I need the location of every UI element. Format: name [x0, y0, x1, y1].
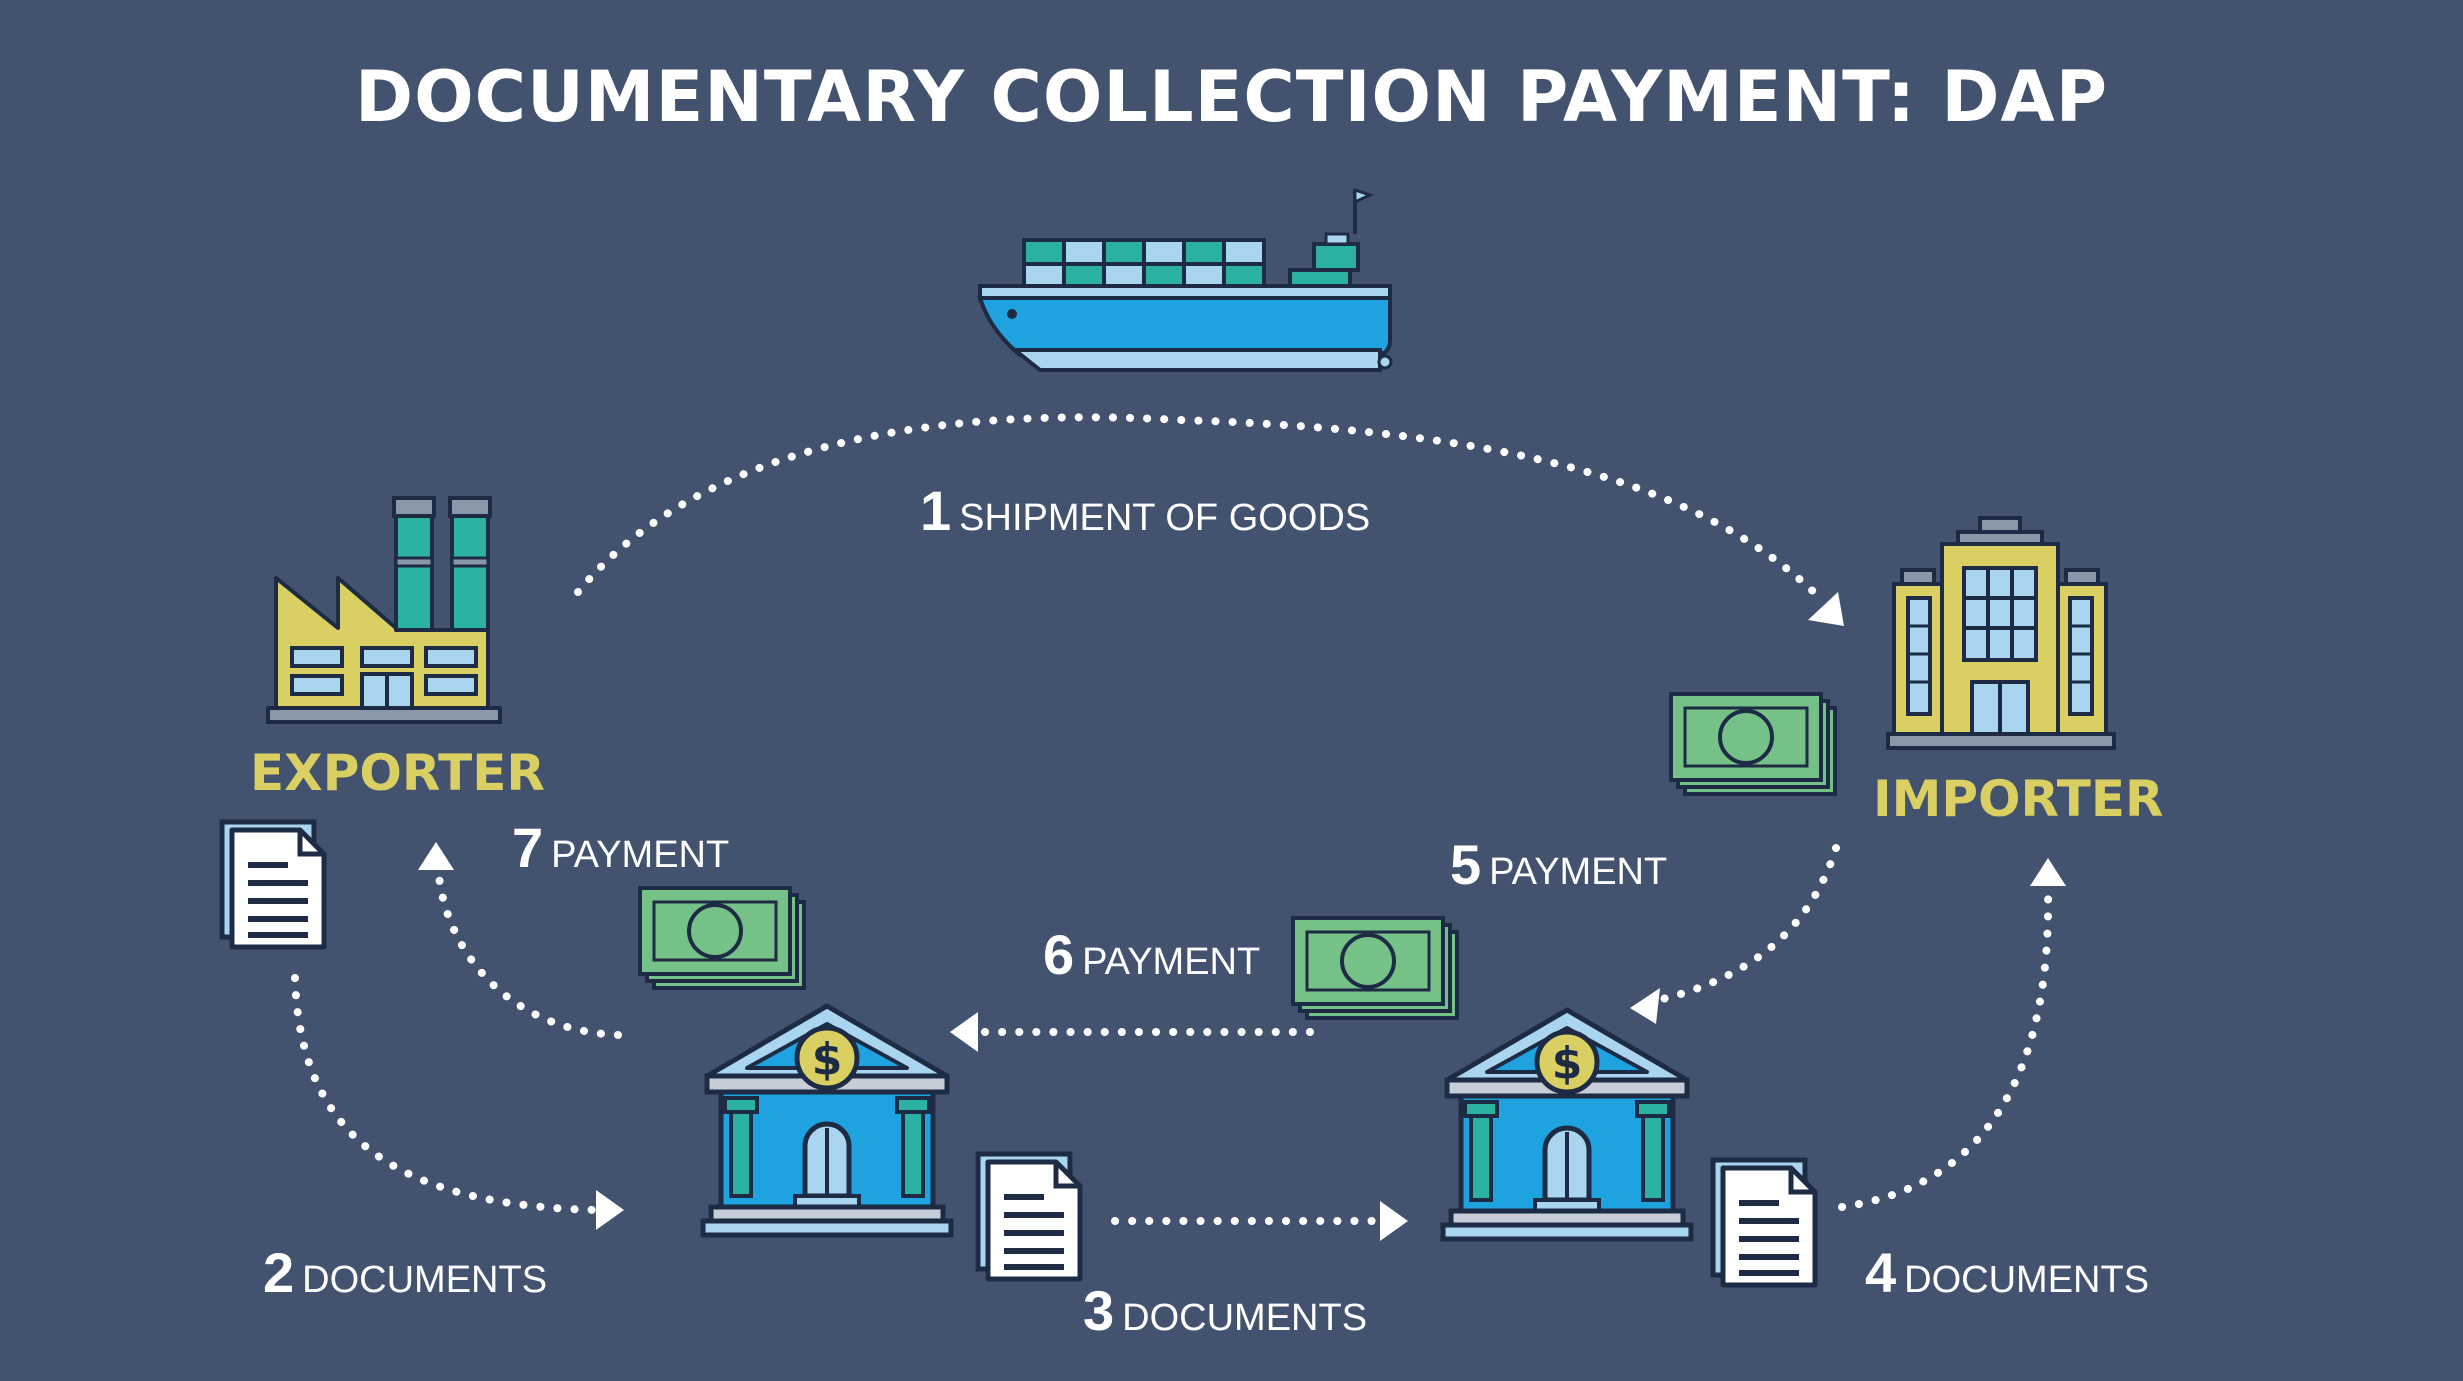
bank-icon	[1443, 1010, 1691, 1239]
step-number: 2	[263, 1241, 295, 1304]
arrowhead-documents-2	[596, 1190, 624, 1230]
arrowhead-payment-5	[1630, 988, 1660, 1024]
step-number: 4	[1865, 1241, 1897, 1304]
document-icon	[978, 1154, 1080, 1279]
step-text: PAYMENT	[1082, 941, 1261, 983]
cash-icon	[1291, 916, 1459, 1020]
document-icon	[1713, 1160, 1815, 1285]
arrowhead-documents-4	[2030, 858, 2066, 886]
step-text: DOCUMENTS	[302, 1259, 548, 1301]
arrow-documents-2	[291, 974, 599, 1214]
cash-icon	[638, 886, 806, 990]
arrowhead-documents-3	[1380, 1201, 1408, 1241]
office-building-icon	[1886, 516, 2116, 750]
step-number: 7	[512, 816, 544, 879]
step-text: DOCUMENTS	[1904, 1259, 2150, 1301]
ship-icon	[977, 187, 1393, 372]
step-number: 1	[920, 479, 952, 542]
arrowhead-payment-6	[950, 1012, 978, 1052]
cash-icon	[1669, 692, 1837, 796]
arrowhead-shipment	[1808, 592, 1844, 626]
step-text: DOCUMENTS	[1122, 1297, 1368, 1339]
arrowhead-payment-7	[418, 842, 454, 870]
step-text: PAYMENT	[551, 834, 730, 876]
document-icon	[222, 822, 324, 947]
step-text: SHIPMENT OF GOODS	[959, 497, 1371, 539]
step-number: 6	[1043, 923, 1075, 986]
step-number: 5	[1450, 833, 1482, 896]
arrow-payment-7	[434, 858, 622, 1039]
arrow-payment-5	[1646, 844, 1840, 1006]
exporter-label: EXPORTER	[250, 744, 545, 802]
step-text: PAYMENT	[1489, 851, 1668, 893]
page-title: DOCUMENTARY COLLECTION PAYMENT: DAP	[354, 56, 2108, 138]
factory-icon	[266, 496, 502, 724]
importer-label: IMPORTER	[1873, 770, 2164, 828]
bank-icon	[703, 1006, 951, 1235]
step-number: 3	[1083, 1279, 1115, 1342]
arrow-shipment	[574, 413, 1824, 602]
arrow-documents-4	[1838, 886, 2053, 1211]
